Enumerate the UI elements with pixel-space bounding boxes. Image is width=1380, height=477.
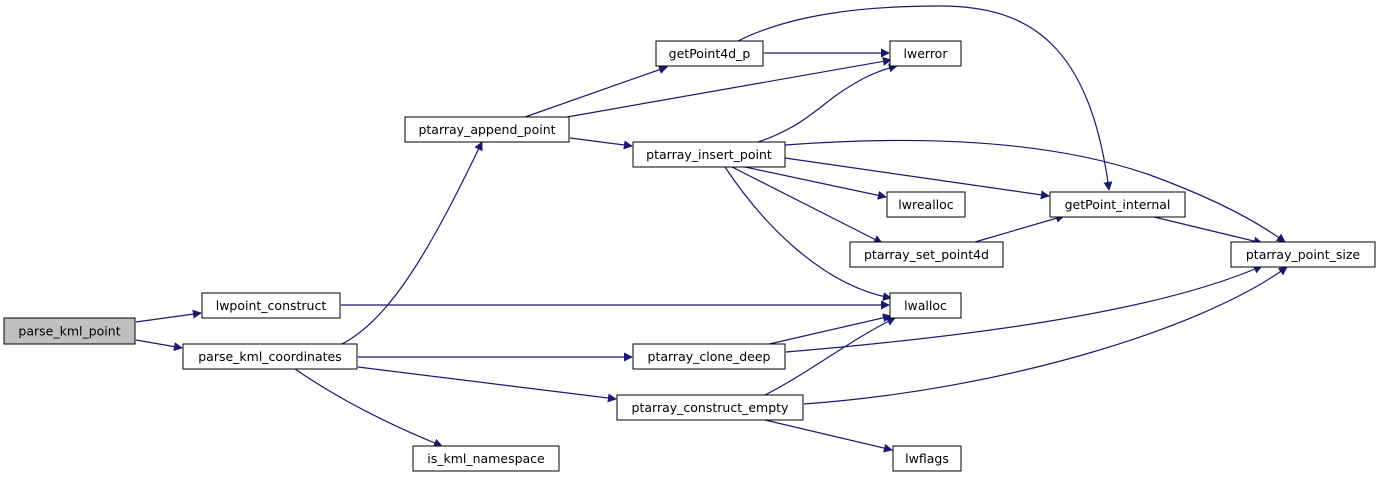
- edge-parse_kml_coordinates-ptarray_construct_empty: [357, 366, 617, 403]
- edge-ptarray_construct_empty-ptarray_point_size: [803, 266, 1288, 405]
- node-label: ptarray_set_point4d: [864, 247, 989, 262]
- node-label: lwerror: [904, 46, 949, 61]
- node-label: ptarray_clone_deep: [648, 349, 771, 364]
- node-ptarray_point_size[interactable]: ptarray_point_size: [1230, 241, 1376, 268]
- node-label: parse_kml_point: [18, 324, 120, 339]
- edge-ptarray_insert_point-lwrealloc: [744, 166, 887, 200]
- node-label: lwpoint_construct: [216, 298, 327, 313]
- node-ptarray_insert_point[interactable]: ptarray_insert_point: [632, 141, 786, 168]
- nodes-layer: parse_kml_point lwpoint_construct parse_…: [3, 40, 1376, 472]
- edge-ptarray_append_point-ptarray_insert_point: [569, 137, 633, 150]
- node-label: ptarray_append_point: [418, 122, 555, 137]
- node-label: ptarray_construct_empty: [632, 400, 790, 415]
- node-lwalloc[interactable]: lwalloc: [889, 292, 962, 319]
- node-label: ptarray_point_size: [1246, 247, 1361, 262]
- edge-parse_kml_point-parse_kml_coordinates: [135, 339, 183, 352]
- node-label: getPoint_internal: [1065, 197, 1171, 212]
- edge-getPoint_internal-ptarray_point_size: [1149, 215, 1263, 246]
- edge-parse_kml_coordinates-is_kml_namespace: [294, 368, 443, 448]
- node-label: ptarray_insert_point: [646, 147, 772, 162]
- edge-ptarray_clone_deep-ptarray_point_size: [785, 265, 1263, 353]
- edge-ptarray_insert_point-getPoint_internal: [784, 157, 1050, 200]
- node-is_kml_namespace[interactable]: is_kml_namespace: [412, 445, 560, 472]
- edge-ptarray_append_point-getPoint4d_p: [524, 65, 668, 118]
- edge-getPoint4d_p-getPoint_internal: [737, 5, 1113, 191]
- node-parse_kml_coordinates[interactable]: parse_kml_coordinates: [182, 343, 358, 370]
- edge-parse_kml_point-lwpoint_construct: [135, 309, 202, 323]
- node-lwflags[interactable]: lwflags: [892, 445, 962, 472]
- edge-ptarray_append_point-lwerror: [566, 56, 892, 118]
- node-label: lwalloc: [904, 298, 947, 313]
- edge-ptarray_set_point4d-getPoint_internal: [974, 213, 1065, 243]
- edge-ptarray_clone_deep-lwalloc: [764, 313, 892, 346]
- edge-ptarray_insert_point-ptarray_point_size: [784, 139, 1286, 243]
- edge-parse_kml_coordinates-ptarray_append_point: [339, 141, 483, 346]
- node-ptarray_clone_deep[interactable]: ptarray_clone_deep: [632, 343, 786, 370]
- node-label: parse_kml_coordinates: [198, 349, 342, 364]
- node-label: getPoint4d_p: [669, 46, 751, 61]
- node-lwpoint_construct[interactable]: lwpoint_construct: [201, 292, 341, 319]
- node-ptarray_construct_empty[interactable]: ptarray_construct_empty: [616, 394, 804, 421]
- node-lwrealloc[interactable]: lwrealloc: [886, 191, 966, 218]
- node-label: lwflags: [905, 451, 949, 466]
- node-label: is_kml_namespace: [427, 451, 545, 466]
- node-getPoint_internal[interactable]: getPoint_internal: [1049, 191, 1186, 218]
- edge-ptarray_insert_point-ptarray_set_point4d: [731, 166, 883, 244]
- edge-ptarray_construct_empty-lwalloc: [764, 317, 896, 396]
- edge-ptarray_insert_point-lwerror: [757, 63, 898, 143]
- node-parse_kml_point[interactable]: parse_kml_point: [3, 317, 136, 345]
- edge-ptarray_construct_empty-lwflags: [764, 419, 893, 453]
- node-lwerror[interactable]: lwerror: [889, 40, 962, 67]
- node-ptarray_set_point4d[interactable]: ptarray_set_point4d: [849, 241, 1004, 268]
- edges-layer: [135, 5, 1288, 453]
- node-ptarray_append_point[interactable]: ptarray_append_point: [404, 116, 570, 143]
- edge-ptarray_insert_point-lwalloc: [724, 166, 892, 301]
- node-label: lwrealloc: [898, 197, 954, 212]
- node-getPoint4d_p[interactable]: getPoint4d_p: [655, 40, 764, 67]
